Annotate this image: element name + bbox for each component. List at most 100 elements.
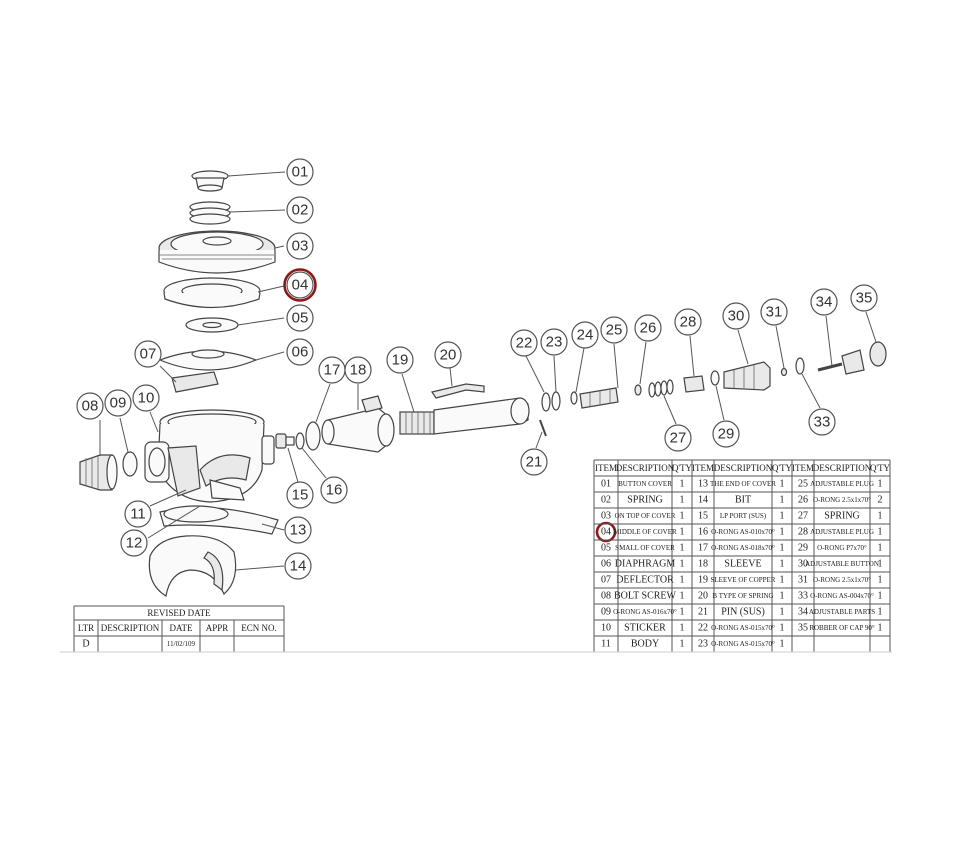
callout-09: 09 bbox=[104, 389, 132, 417]
table-cell-r1-c2: 1 bbox=[680, 495, 685, 506]
table-cell-r8-c3: 21 bbox=[698, 607, 708, 618]
part-25-adjustable-plug bbox=[579, 387, 619, 409]
part-34-adjustable-parts bbox=[817, 349, 865, 375]
revision-header-appr: APPR bbox=[206, 623, 229, 633]
table-cell-r6-c3: 19 bbox=[698, 575, 708, 586]
table-cell-r10-c1: BODY bbox=[631, 639, 659, 650]
table-cell-r6-c1: DEFLECTOR bbox=[616, 575, 674, 586]
callout-03: 03 bbox=[286, 232, 314, 260]
table-cell-r9-c7: ROBBER OF CAP 90° bbox=[809, 624, 875, 632]
table-cell-r5-c0: 06 bbox=[601, 559, 611, 570]
part-14-bit bbox=[148, 535, 237, 597]
table-cell-r2-c2: 1 bbox=[680, 511, 685, 522]
part-29-o-ring bbox=[710, 370, 720, 386]
table-header-col-4: DESCRIPTION bbox=[714, 463, 773, 473]
callout-23: 23 bbox=[540, 328, 568, 356]
callout-labels: 01 02 03 04 05 06 07 08 09 10 11 12 13 1… bbox=[76, 158, 878, 580]
table-cell-r3-c4: O-RONG AS-010x70° bbox=[711, 528, 775, 536]
table-cell-r9-c6: 35 bbox=[798, 623, 808, 634]
table-cell-r0-c3: 13 bbox=[698, 479, 708, 490]
svg-text:05: 05 bbox=[292, 310, 309, 327]
callout-22: 22 bbox=[510, 329, 538, 357]
table-cell-r1-c0: 02 bbox=[601, 495, 611, 506]
table-cell-r7-c0: 08 bbox=[601, 591, 611, 602]
table-cell-r8-c5: 1 bbox=[780, 607, 785, 618]
callout-20: 20 bbox=[434, 341, 462, 369]
part-20-b-spring bbox=[431, 383, 485, 399]
table-cell-r4-c2: 1 bbox=[680, 543, 685, 554]
svg-text:14: 14 bbox=[290, 558, 307, 575]
callout-02: 02 bbox=[286, 196, 314, 224]
svg-text:11: 11 bbox=[130, 506, 146, 523]
svg-text:23: 23 bbox=[546, 334, 563, 351]
table-cell-r6-c2: 1 bbox=[680, 575, 685, 586]
part-07-deflector bbox=[171, 371, 219, 393]
table-cell-r6-c4: SLEEVE OF COPPER bbox=[711, 576, 776, 584]
table-cell-r10-c4: O-RONG AS-015x70° bbox=[711, 640, 775, 648]
table-cell-r7-c3: 20 bbox=[698, 591, 708, 602]
table-cell-r5-c8: 1 bbox=[878, 559, 883, 570]
part-21-pin bbox=[539, 419, 547, 437]
table-header-col-6: ITEM bbox=[792, 463, 814, 473]
svg-text:16: 16 bbox=[326, 482, 343, 499]
svg-text:24: 24 bbox=[577, 327, 594, 344]
table-header-col-1: DESCRIPTION bbox=[616, 463, 675, 473]
part-16-o-ring bbox=[295, 432, 305, 450]
callout-15: 15 bbox=[286, 481, 314, 509]
svg-text:30: 30 bbox=[728, 308, 745, 325]
table-cell-r0-c1: BUTTON COVER bbox=[618, 480, 672, 488]
svg-text:06: 06 bbox=[292, 344, 309, 361]
table-header-col-5: Q'TY bbox=[772, 463, 793, 473]
revision-header-description: DESCRIPTION bbox=[101, 623, 160, 633]
highlight-ring-callout-04 bbox=[283, 268, 317, 302]
callout-18: 18 bbox=[344, 356, 372, 384]
part-05-small-cover bbox=[185, 317, 239, 333]
table-cell-r2-c0: 03 bbox=[601, 511, 611, 522]
callout-08: 08 bbox=[76, 392, 104, 420]
callout-29: 29 bbox=[712, 420, 740, 448]
table-cell-r6-c7: O-RONG 2.5x1x70° bbox=[813, 576, 871, 584]
table-cell-r3-c5: 1 bbox=[780, 527, 785, 538]
table-cell-r7-c2: 1 bbox=[680, 591, 685, 602]
table-cell-r0-c7: ADJUSTABLE PLUG bbox=[810, 480, 874, 488]
part-19-copper-sleeve bbox=[399, 397, 530, 435]
table-cell-r5-c1: DIAPHRAGM bbox=[615, 559, 676, 570]
callout-10: 10 bbox=[132, 384, 160, 412]
svg-text:33: 33 bbox=[814, 414, 831, 431]
table-cell-r5-c5: 1 bbox=[780, 559, 785, 570]
table-cell-r2-c3: 15 bbox=[698, 511, 708, 522]
table-header-col-8: Q'TY bbox=[870, 463, 891, 473]
svg-text:35: 35 bbox=[856, 290, 873, 307]
table-cell-r1-c1: SPRING bbox=[627, 495, 663, 506]
table-cell-r2-c4: LP PORT (SUS) bbox=[720, 512, 767, 520]
table-cell-r4-c3: 17 bbox=[698, 543, 708, 554]
table-cell-r3-c1: MIDDLE OF COVER bbox=[613, 528, 677, 536]
svg-text:22: 22 bbox=[516, 335, 533, 352]
table-cell-r9-c8: 1 bbox=[878, 623, 883, 634]
part-26-o-ring bbox=[634, 384, 642, 396]
callout-27: 27 bbox=[664, 424, 692, 452]
callout-14: 14 bbox=[284, 552, 312, 580]
svg-text:12: 12 bbox=[126, 535, 143, 552]
part-01-button-cover bbox=[191, 170, 229, 192]
svg-text:02: 02 bbox=[292, 202, 309, 219]
callout-34: 34 bbox=[810, 288, 838, 316]
part-09-o-ring bbox=[122, 451, 138, 477]
svg-text:07: 07 bbox=[140, 346, 157, 363]
svg-text:08: 08 bbox=[82, 398, 99, 415]
callout-16: 16 bbox=[320, 476, 348, 504]
svg-text:31: 31 bbox=[766, 304, 783, 321]
table-cell-r7-c5: 1 bbox=[780, 591, 785, 602]
callout-11: 11 bbox=[124, 500, 152, 528]
callout-33: 33 bbox=[808, 408, 836, 436]
table-cell-r10-c0: 11 bbox=[601, 639, 611, 650]
svg-text:13: 13 bbox=[290, 522, 307, 539]
svg-text:20: 20 bbox=[440, 347, 457, 364]
table-cell-r2-c1: ON TOP OF COVER bbox=[615, 512, 676, 520]
revision-cell-date: 11/02/109 bbox=[167, 640, 196, 648]
table-cell-r9-c3: 22 bbox=[698, 623, 708, 634]
table-cell-r0-c0: 01 bbox=[601, 479, 611, 490]
table-cell-r1-c4: BIT bbox=[735, 495, 751, 506]
